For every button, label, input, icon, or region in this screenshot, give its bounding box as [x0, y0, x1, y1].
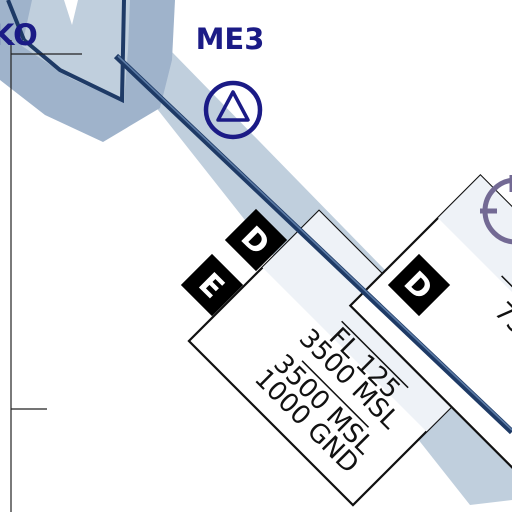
- waypoint-label-left: KO: [0, 18, 38, 52]
- triangle-in-circle-icon[interactable]: [203, 80, 263, 140]
- airspace-class-badge-e: E: [180, 253, 244, 317]
- route-outline-left: [6, 0, 26, 41]
- airspace-box-main-divider-2: [301, 360, 370, 428]
- airspace-band-inner: [22, 0, 130, 102]
- airspace-notch: [64, 0, 78, 25]
- vor-compass-rose-icon[interactable]: [480, 175, 512, 245]
- waypoint-label-me3: ME3: [196, 22, 265, 56]
- airspace-class-badge-d-right: D: [387, 253, 451, 317]
- airspace-box-right-divider: [501, 275, 512, 326]
- route-line-casing: [113, 53, 512, 435]
- airspace-box-main-divider: [341, 320, 409, 389]
- route-line-core: [117, 55, 512, 431]
- airspace-box-right-frame: [348, 173, 512, 472]
- route-outline: [22, 0, 126, 104]
